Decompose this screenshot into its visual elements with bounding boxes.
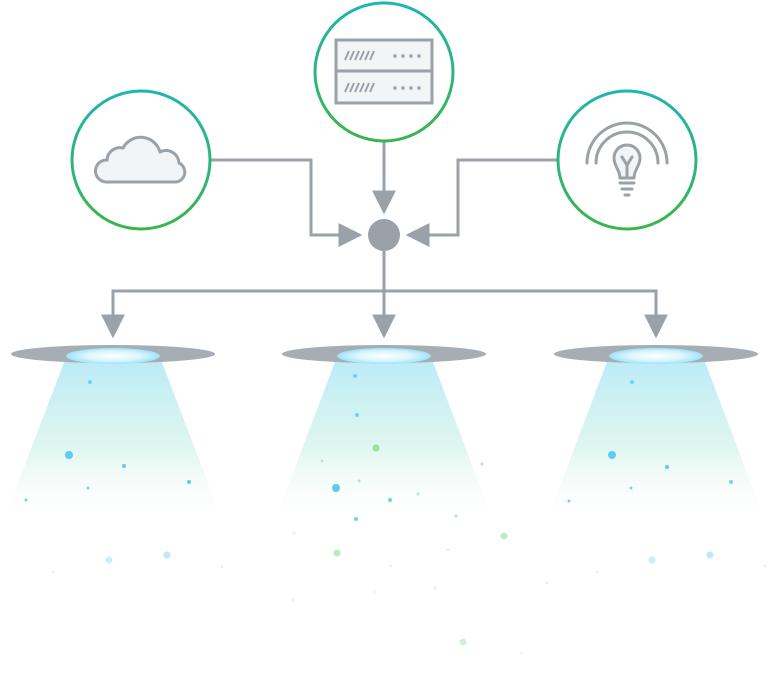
connector-device-to-hub bbox=[405, 158, 557, 247]
particles bbox=[24, 374, 767, 655]
output-1 bbox=[2, 345, 224, 525]
server-rack-icon bbox=[334, 38, 434, 105]
light-beam-icon bbox=[273, 357, 495, 525]
connector-hub-to-output-3 bbox=[384, 289, 668, 339]
source-smart-device bbox=[556, 89, 698, 231]
connector-cloud-to-hub bbox=[211, 158, 363, 247]
emitter-glow bbox=[609, 348, 703, 364]
input-connectors bbox=[211, 142, 557, 247]
light-beam-icon bbox=[545, 357, 767, 525]
cloud-icon bbox=[94, 135, 187, 184]
emitter-glow bbox=[66, 348, 160, 364]
output-connectors bbox=[101, 251, 668, 339]
emitter-glow bbox=[337, 348, 431, 364]
hub-node-icon bbox=[368, 219, 400, 251]
connector-hub-to-output-1 bbox=[101, 289, 384, 339]
light-beam-icon bbox=[2, 357, 224, 525]
output-3 bbox=[545, 345, 767, 525]
source-server bbox=[313, 1, 455, 143]
lightbulb-signal-icon bbox=[585, 121, 669, 197]
output-2 bbox=[273, 345, 495, 525]
source-cloud bbox=[70, 89, 212, 231]
